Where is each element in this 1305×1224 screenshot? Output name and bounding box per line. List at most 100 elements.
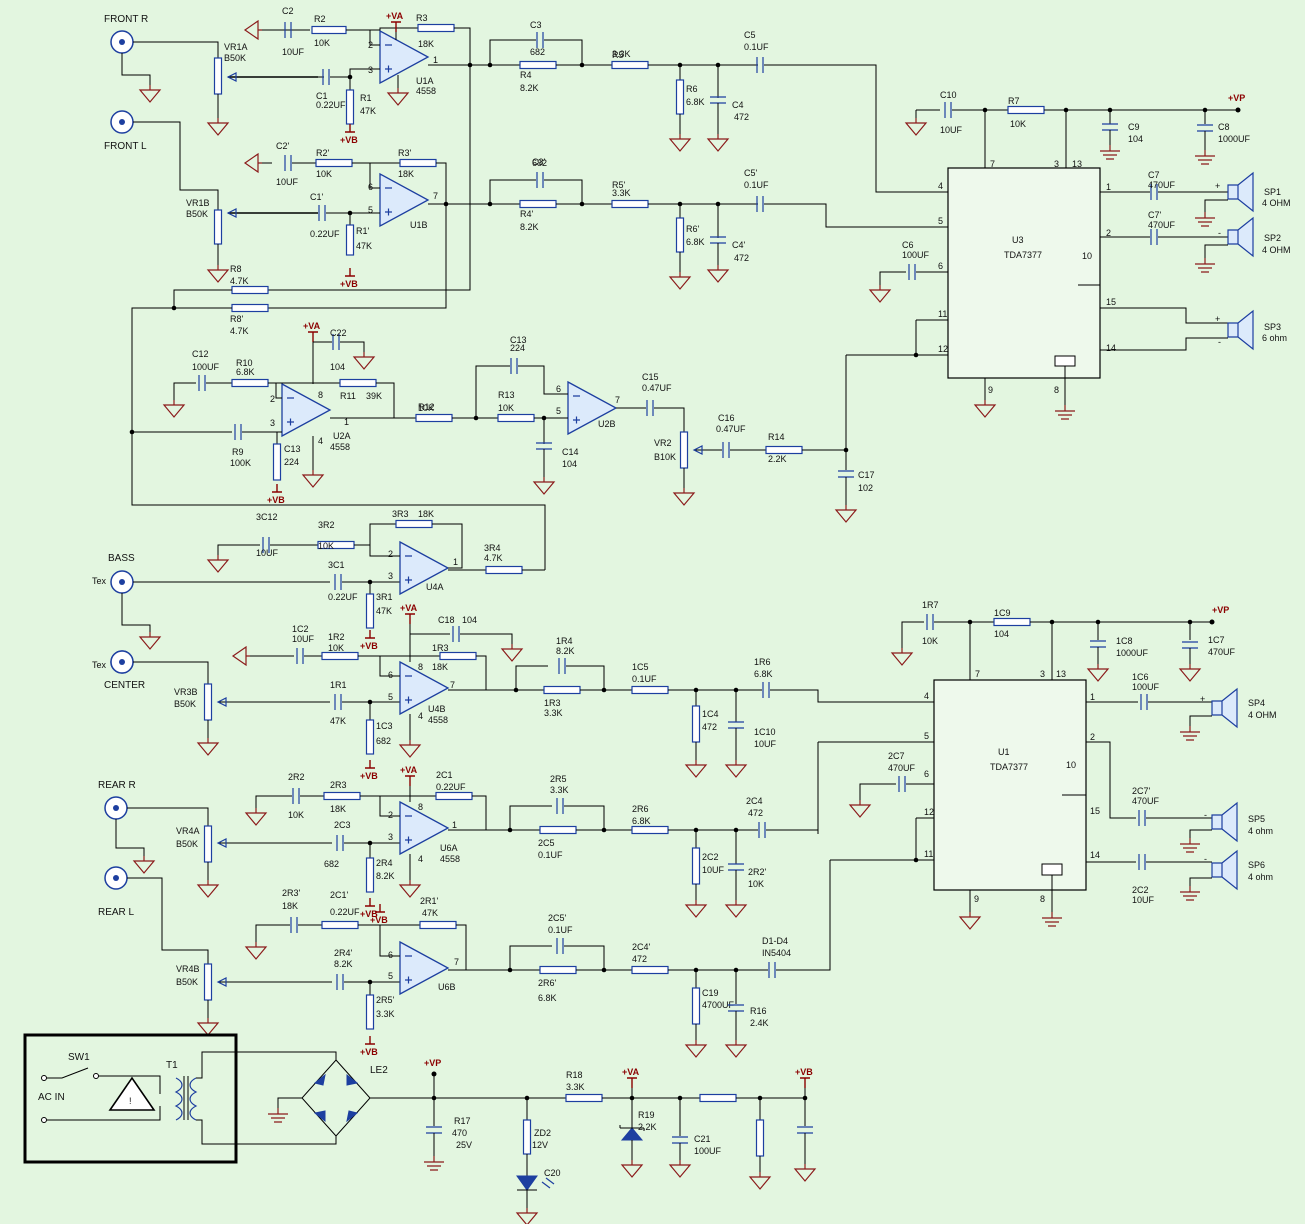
label: 18K [282, 901, 298, 911]
c16-cap [722, 442, 730, 458]
label: 2R2 [288, 772, 305, 782]
pot-wiper-arrow [216, 838, 227, 848]
ground-symbol [138, 632, 162, 650]
u4a-label: U4A [426, 582, 444, 592]
wire [268, 65, 471, 291]
label: C13 [284, 444, 301, 454]
label: 2R6 [632, 804, 649, 814]
label: 10UF [292, 634, 315, 644]
2c7p-cap [1138, 854, 1146, 870]
bridge-rectifier [301, 1059, 371, 1137]
label: 470UF [1148, 180, 1176, 190]
pin-number: + [1200, 694, 1205, 704]
label: 2R2' [748, 867, 767, 877]
label: 2R1' [420, 896, 439, 906]
sp1-speaker-icon [1227, 171, 1254, 213]
u1-pin: 12 [924, 807, 934, 817]
wire [330, 68, 380, 78]
label: R6' [686, 224, 700, 234]
transformer-secondary [189, 1077, 198, 1121]
u3-tab [1054, 355, 1076, 367]
rectifier-diode-icon [313, 1110, 326, 1123]
1c8-cap [1182, 641, 1198, 649]
r2-resistor [311, 25, 347, 35]
label: R16 [750, 1006, 767, 1016]
label: 2R4 [376, 858, 393, 868]
power-rail-symbol [365, 760, 375, 769]
label: 3R2 [318, 520, 335, 530]
op-amp-pins [287, 397, 294, 426]
jack-pin [119, 39, 125, 45]
label: 1R3 [544, 698, 561, 708]
ground-symbol [724, 1040, 748, 1058]
vr1a-pot [213, 57, 223, 95]
label: 8.2K [520, 83, 539, 93]
wire [448, 924, 467, 971]
ground-symbol [196, 1018, 220, 1036]
wire [916, 817, 934, 861]
label: 1C7 [1208, 635, 1225, 645]
label: 1R1 [330, 680, 347, 690]
label: R5' [612, 180, 626, 190]
ground-symbol [196, 880, 220, 898]
2r1-resistor [365, 857, 375, 893]
u4b-label: U4B [428, 704, 446, 714]
ground-symbol [1178, 664, 1202, 682]
label: 10UF [276, 177, 299, 187]
wire [764, 203, 948, 228]
rectifier-diode-icon [313, 1073, 326, 1086]
led-light-rays [541, 1177, 555, 1189]
ground-symbol [398, 740, 422, 758]
power-rail-symbol [405, 613, 415, 624]
1r3b-resistor [631, 685, 669, 695]
pin-number: 8 [318, 390, 323, 400]
wire [564, 805, 605, 830]
rail-label: +VB [370, 915, 388, 925]
junction-dot [507, 827, 513, 833]
2r5p-resistor [631, 965, 669, 975]
wire [1189, 877, 1212, 886]
label: 470UF [1148, 220, 1176, 230]
sp6-speaker-icon [1211, 849, 1238, 891]
label: 8.2K [334, 959, 353, 969]
label: 10K [318, 541, 334, 551]
op-amp-u2b [567, 380, 618, 436]
junction-dot [601, 687, 607, 693]
3r1-resistor [365, 593, 375, 629]
pin-number: 9 [988, 385, 993, 395]
wire [121, 593, 151, 632]
rail-label: +VB [360, 909, 378, 919]
junction-dot [1187, 619, 1193, 625]
label: 3C1 [328, 560, 345, 570]
wire [133, 121, 219, 210]
wire [764, 64, 948, 193]
r1p-resistor [345, 224, 355, 256]
sp5-label: SP5 [1248, 814, 1265, 824]
pin-number: 15 [1090, 806, 1100, 816]
1c6-cap [898, 776, 906, 792]
pin-number: + [1215, 181, 1220, 191]
op-amp-u4b [399, 660, 450, 716]
vr4b-value: B50K [176, 977, 198, 987]
u1-pin: 5 [924, 731, 929, 741]
rail-label: +VB [360, 641, 378, 651]
junction-dot [1063, 107, 1069, 113]
c13-cap [510, 358, 518, 374]
label: 0.1UF [744, 180, 769, 190]
label: R18 [566, 1070, 583, 1080]
label: 104 [1128, 134, 1143, 144]
sp1-rating: 4 OHM [1262, 198, 1291, 208]
transformer-primary [174, 1077, 183, 1121]
junction-dot [487, 201, 493, 207]
u6a-part: 4558 [440, 854, 460, 864]
vr1a-value: B50K [224, 53, 246, 63]
label: 10K [748, 879, 764, 889]
u3-pin: 11 [938, 309, 947, 319]
c9-small-cap [1102, 123, 1118, 131]
wire [121, 41, 219, 85]
label: 1R3 [432, 643, 449, 653]
label: 10UF [256, 548, 279, 558]
op-amp-u2a [281, 382, 332, 438]
2c5p-cap [768, 962, 776, 978]
junction-dot [913, 352, 919, 358]
